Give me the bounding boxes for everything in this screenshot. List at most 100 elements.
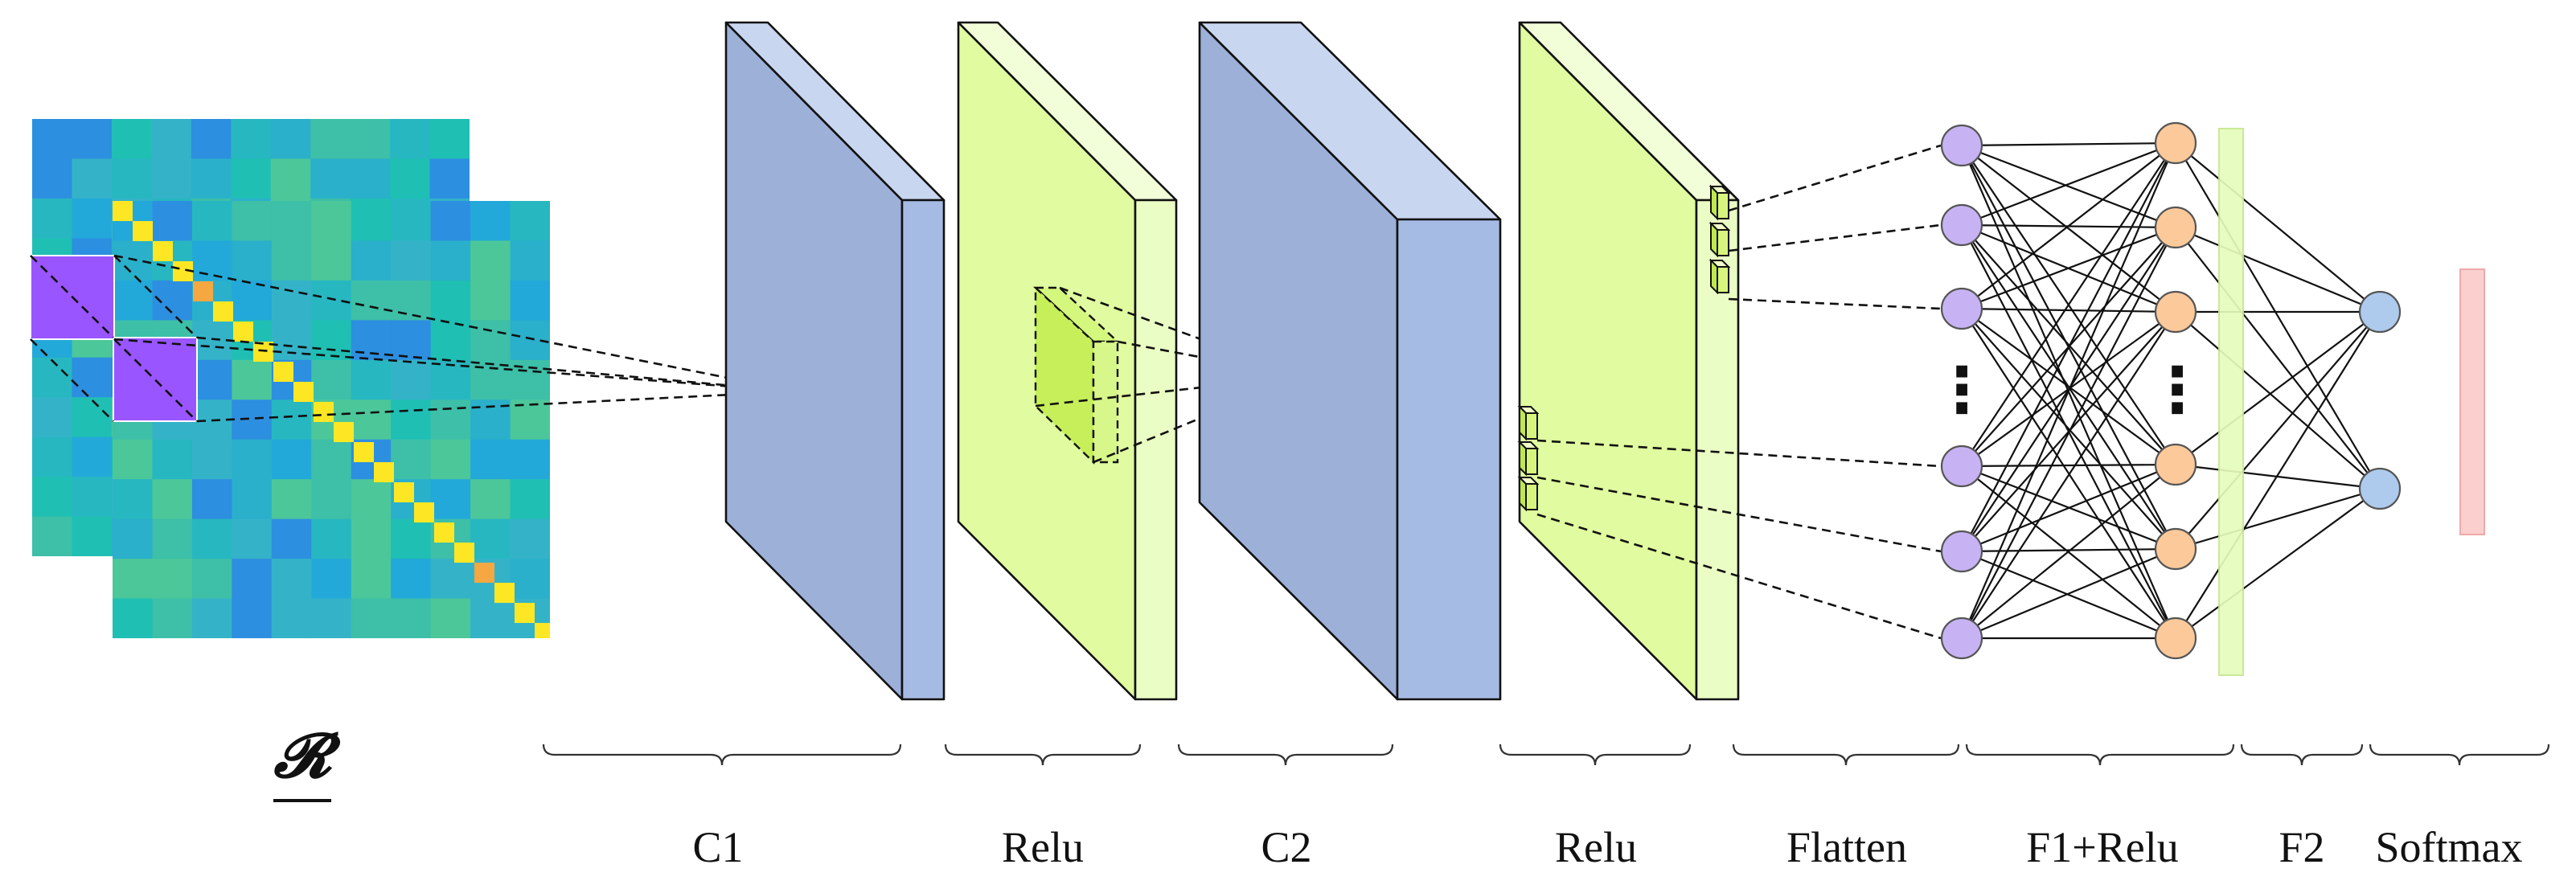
matrix-cell	[111, 119, 152, 160]
diagonal-cell	[535, 623, 550, 638]
diagonal-cell	[515, 603, 535, 623]
matrix-cell	[311, 359, 352, 400]
flatten-node	[1940, 530, 1983, 573]
matrix-cell	[391, 280, 432, 321]
matrix-cell	[72, 198, 113, 239]
matrix-cell	[310, 158, 351, 199]
matrix-cell	[232, 240, 273, 281]
f2-nodes	[2358, 290, 2402, 510]
matrix-cell	[430, 201, 471, 242]
matrix-cell	[311, 280, 352, 321]
fc-edge	[1961, 464, 2176, 639]
matrix-cell	[271, 479, 312, 520]
f1-node	[2154, 290, 2197, 334]
input-matrix-stack	[30, 119, 797, 638]
matrix-cell	[430, 320, 471, 361]
matrix-cell	[311, 201, 352, 242]
f1-node	[2154, 527, 2197, 571]
matrix-cell	[191, 359, 232, 400]
feature-cube-front	[1519, 404, 1527, 441]
feature-cube-side	[1717, 266, 1729, 293]
matrix-cell	[232, 280, 273, 321]
matrix-cell	[510, 559, 550, 600]
diagonal-cell	[233, 322, 253, 342]
matrix-cell	[32, 198, 73, 239]
matrix-cell	[270, 119, 311, 160]
matrix-cell	[72, 436, 113, 477]
matrix-cell	[311, 439, 352, 480]
fc-edge	[1961, 550, 2176, 640]
kernel-link-lines	[30, 255, 198, 422]
label-relu-2: Relu	[1555, 823, 1637, 871]
matrix-cell	[391, 559, 432, 600]
diagonal-cell	[113, 201, 133, 221]
diagonal-cell	[494, 583, 515, 603]
feature-cube-front	[1710, 221, 1718, 258]
matrix-cell	[351, 559, 392, 600]
fc-edge	[1961, 145, 2176, 313]
fc-edge	[2175, 142, 2381, 490]
fc-edge	[2175, 142, 2381, 313]
matrix-cell	[191, 158, 232, 199]
matrix-cell	[271, 399, 312, 440]
matrix-cell	[470, 598, 511, 638]
matrix-cell	[391, 598, 432, 638]
fc-edge	[2175, 311, 2381, 490]
matrix-cell	[391, 399, 432, 440]
matrix-cell	[152, 598, 193, 638]
flatten-node	[1940, 124, 1983, 167]
matrix-cell	[32, 158, 73, 199]
matrix-cell	[470, 518, 511, 559]
matrix-cell	[350, 119, 391, 160]
fc-edge	[1961, 141, 2176, 147]
matrix-cell	[72, 158, 113, 199]
matrix-cell	[152, 201, 193, 242]
matrix-cell	[429, 158, 470, 199]
matrix-cell	[430, 479, 471, 520]
stage-braces	[542, 744, 2550, 766]
matrix-cell	[113, 479, 154, 520]
fc-edge	[2175, 311, 2381, 465]
matrix-cell	[430, 399, 471, 440]
fc-edge	[2175, 227, 2381, 490]
matrix-cell	[351, 399, 392, 440]
diagonal-cell	[293, 382, 314, 402]
matrix-cell	[271, 439, 312, 480]
f1-activation-bar	[2218, 128, 2244, 676]
matrix-cell	[510, 399, 550, 440]
matrix-cell	[32, 397, 73, 438]
stage-brace	[2369, 744, 2550, 766]
matrix-cell	[390, 158, 431, 199]
relu-layer-1	[957, 21, 1303, 701]
matrix-cell	[391, 201, 432, 242]
matrix-cell	[191, 240, 232, 281]
matrix-cell	[430, 439, 471, 480]
diagonal-cell	[414, 502, 434, 522]
relu-layer-2	[1517, 21, 1740, 701]
matrix-cell	[310, 119, 351, 160]
input-symbol-text: 𝓡	[273, 719, 343, 791]
flatten-node	[1940, 444, 1983, 488]
matrix-cell	[72, 357, 113, 398]
fc-edge	[2175, 488, 2381, 639]
flatten-link	[1536, 513, 1942, 640]
stage-brace	[1499, 744, 1692, 766]
softmax-output-bar	[2459, 268, 2485, 535]
f1-ellipsis: ⋮	[2146, 354, 2209, 427]
matrix-cell	[390, 119, 431, 160]
label-f2: F2	[2279, 823, 2324, 871]
matrix-cell	[191, 598, 232, 638]
matrix-cell	[430, 240, 471, 281]
stage-brace	[542, 744, 902, 766]
matrix-cell	[232, 439, 273, 480]
fc-edge	[1961, 142, 2176, 309]
matrix-cell	[232, 479, 273, 520]
label-c1: C1	[692, 823, 743, 871]
matrix-cell	[271, 280, 312, 321]
fc-edge	[1961, 311, 2176, 639]
matrix-cell	[191, 439, 232, 480]
matrix-cell	[351, 240, 392, 281]
flatten-ellipsis: ⋮	[1930, 354, 1993, 427]
flatten-link	[1728, 223, 1942, 252]
matrix-cell	[510, 439, 550, 480]
